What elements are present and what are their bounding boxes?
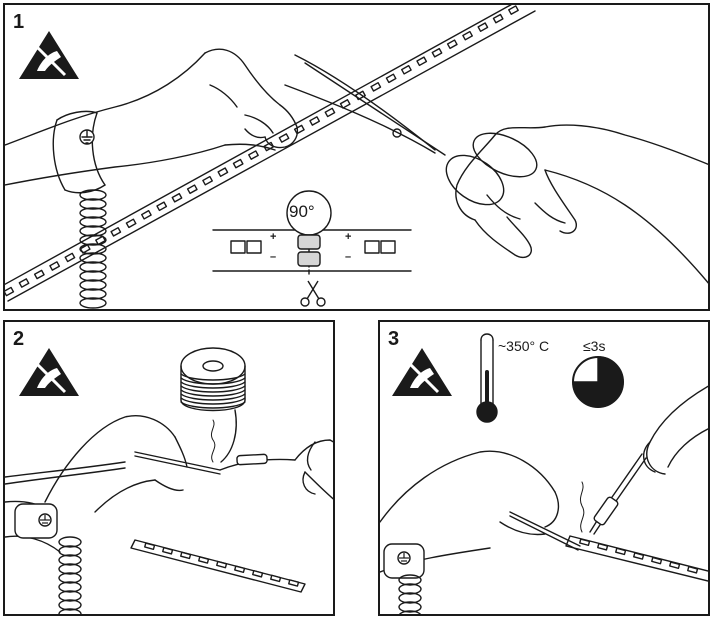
- esd-warning-icon: [392, 348, 452, 396]
- led-pad: [202, 175, 213, 186]
- led-strip: [565, 535, 708, 582]
- led-pad: [370, 82, 382, 92]
- right-hand: [455, 124, 708, 284]
- led-pad: [416, 56, 428, 67]
- minus-sign: –: [270, 251, 277, 263]
- coiled-ground-cord: [398, 574, 422, 614]
- esd-warning-icon: [19, 348, 79, 396]
- led-pad: [5, 286, 15, 297]
- ground-symbol-icon: [40, 515, 50, 524]
- led-pad: [110, 227, 122, 237]
- step-2-panel: 2: [3, 320, 335, 616]
- led-strip: [130, 539, 306, 593]
- plus-sign: +: [270, 231, 277, 243]
- scissors-icon: [300, 280, 326, 307]
- angle-label: 90°: [289, 202, 315, 221]
- led-pad: [462, 30, 473, 41]
- right-hand: [589, 385, 708, 535]
- step-number: 3: [388, 328, 400, 350]
- left-arm: [5, 48, 299, 186]
- left-hand: [44, 415, 221, 513]
- solder-wire-spool-icon: [180, 347, 246, 463]
- ground-symbol-icon: [399, 553, 409, 562]
- plus-sign: +: [345, 231, 352, 243]
- led-pad: [49, 261, 61, 271]
- led-pad: [492, 13, 504, 24]
- step-1-illustration: [5, 5, 708, 309]
- timer-icon: [572, 356, 624, 408]
- led-pad: [309, 116, 321, 126]
- led-pad: [324, 107, 336, 118]
- led-pad: [446, 39, 458, 50]
- led-pad: [232, 158, 244, 169]
- led-pad: [156, 201, 168, 212]
- minus-sign: –: [345, 251, 352, 263]
- led-pad: [278, 133, 290, 143]
- step-number: 1: [13, 11, 25, 33]
- led-pad: [385, 73, 397, 84]
- step-3-panel: 3 ~350° C ≤3s: [378, 320, 710, 616]
- step-number: 2: [13, 328, 25, 350]
- coiled-ground-cord: [58, 536, 82, 614]
- wrist-strap: [5, 500, 61, 553]
- wrist-strap: [52, 110, 106, 194]
- led-pad: [140, 209, 152, 220]
- led-pad: [339, 99, 351, 109]
- esd-warning-icon: [19, 31, 79, 79]
- scissors: [284, 54, 538, 206]
- led-pad: [171, 192, 183, 203]
- led-pad: [431, 47, 443, 58]
- step-2-illustration: [5, 347, 333, 614]
- led-pad: [293, 124, 305, 135]
- led-pad: [33, 269, 45, 280]
- time-label: ≤3s: [583, 338, 606, 354]
- led-pad: [186, 184, 198, 195]
- led-pad: [217, 167, 229, 177]
- led-pad: [508, 5, 519, 15]
- led-pad: [95, 235, 106, 246]
- temperature-label: ~350° C: [498, 338, 550, 354]
- led-pad: [477, 22, 489, 32]
- led-pad: [18, 278, 30, 288]
- coiled-ground-cord: [79, 189, 107, 309]
- thermometer-icon: [476, 333, 498, 423]
- step-3-illustration: [380, 333, 708, 614]
- step-1-panel: 1 90° + – + –: [3, 3, 710, 311]
- led-pad: [64, 252, 76, 263]
- right-hand: [219, 439, 333, 500]
- led-pad: [248, 150, 259, 160]
- led-pad: [125, 218, 137, 229]
- led-pad: [400, 64, 412, 75]
- cut-line-diagram: [212, 190, 412, 278]
